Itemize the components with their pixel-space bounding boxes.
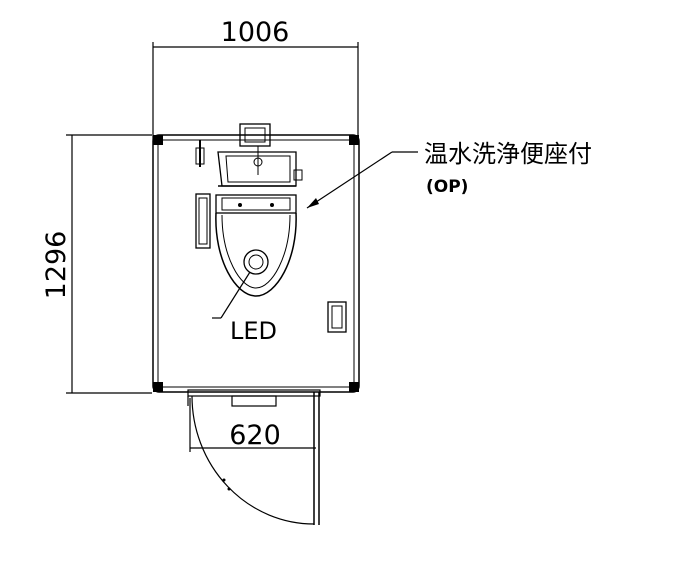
bidet-callout: 温水洗浄便座付 (OP) bbox=[306, 140, 592, 209]
door-width-label: 620 bbox=[229, 420, 281, 451]
bidet-seat-label: 温水洗浄便座付 bbox=[424, 140, 592, 168]
bidet-option-label: (OP) bbox=[426, 177, 468, 197]
bidet-control-panel bbox=[195, 193, 211, 249]
led-label: LED bbox=[230, 317, 277, 345]
toilet-tank bbox=[217, 123, 303, 187]
depth-dimension: 1296 bbox=[41, 134, 152, 394]
door-width-dimension: 620 bbox=[189, 398, 316, 452]
depth-dimension-label: 1296 bbox=[41, 231, 72, 300]
toilet-bowl bbox=[215, 194, 297, 297]
door bbox=[187, 389, 321, 525]
cabin-outline bbox=[152, 134, 360, 393]
wall-fixture bbox=[327, 301, 347, 333]
width-dimension-label: 1006 bbox=[221, 17, 290, 48]
led-callout: LED bbox=[212, 271, 277, 345]
width-dimension: 1006 bbox=[152, 17, 359, 140]
paper-holder bbox=[195, 140, 205, 167]
